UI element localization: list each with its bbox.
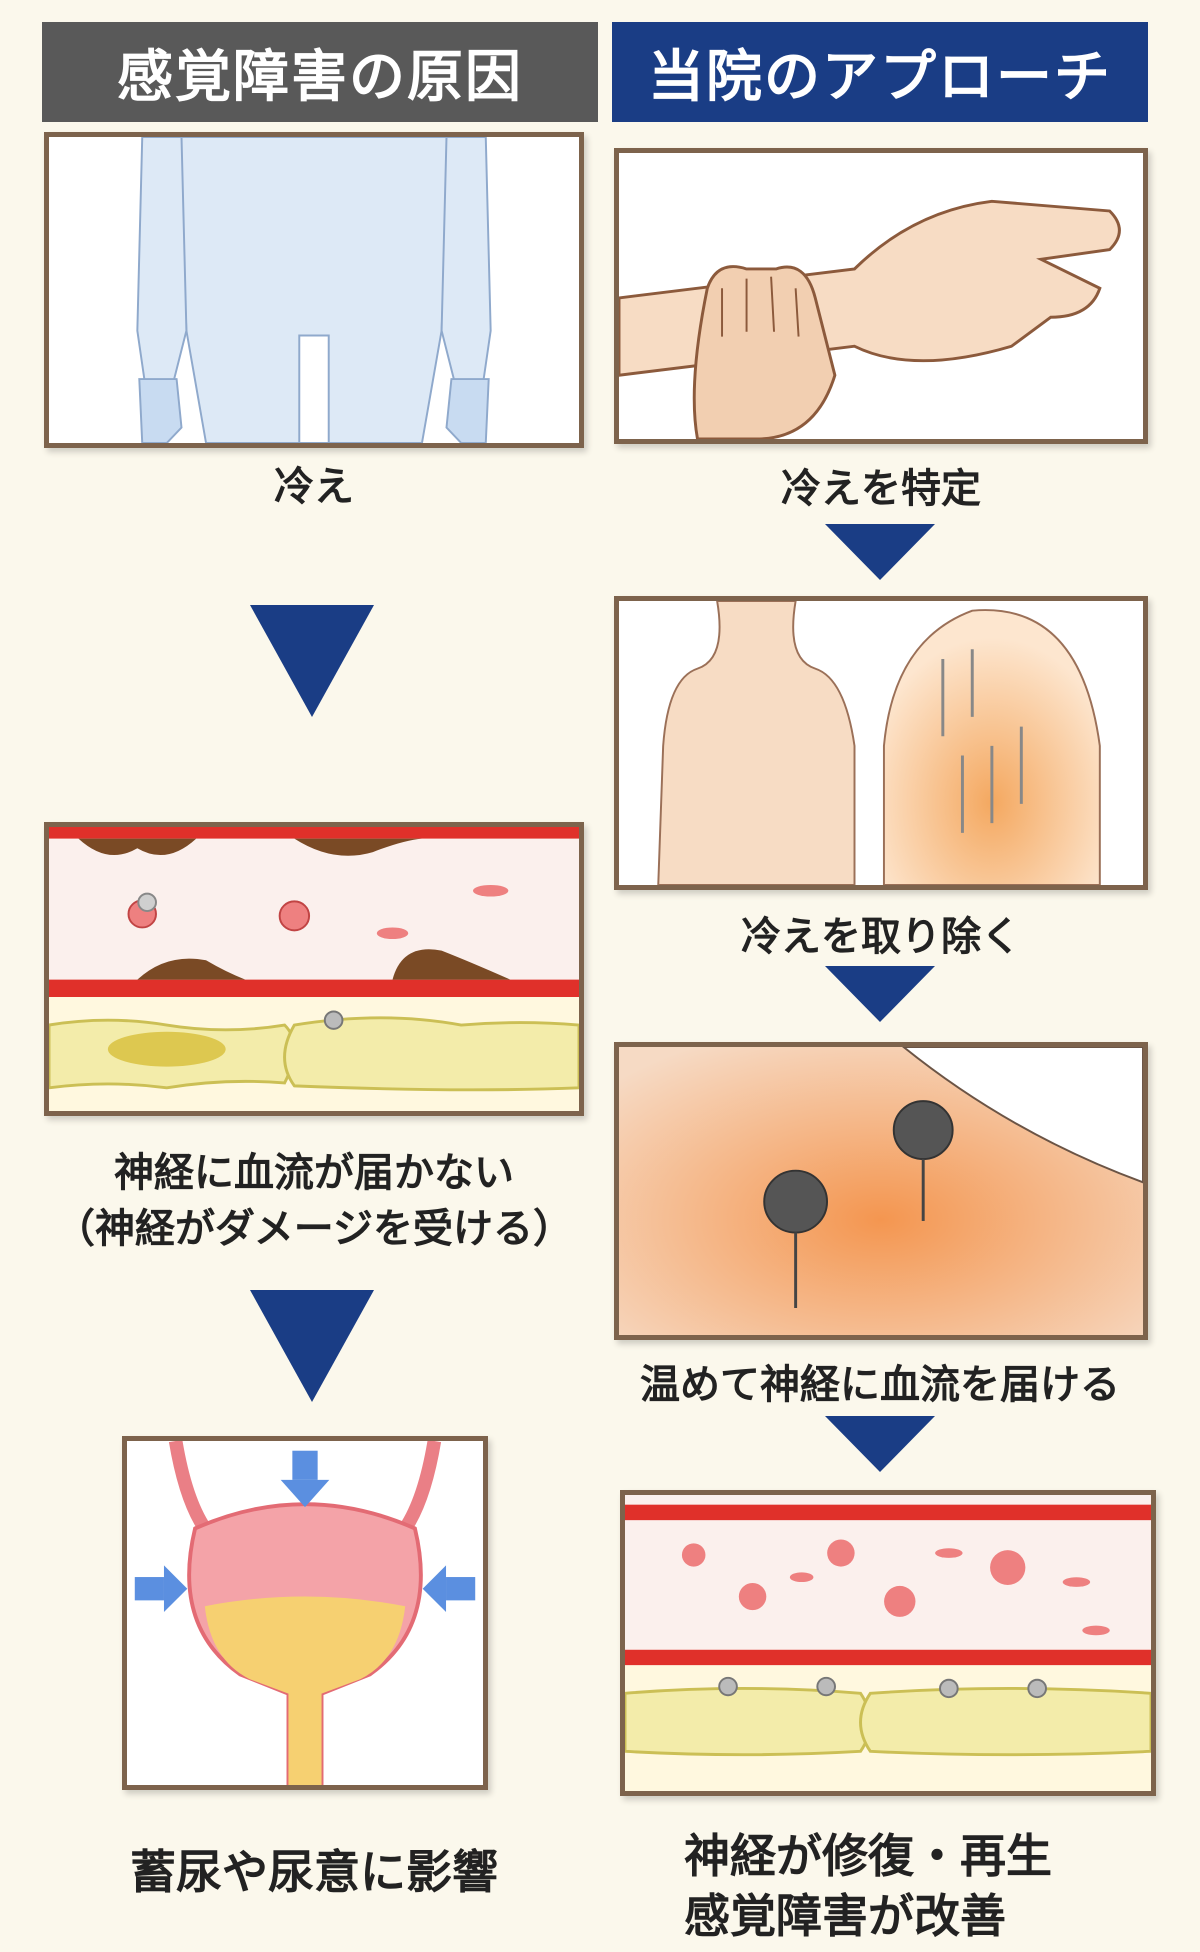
sensory-improvement-caption: 感覚障害が改善 — [684, 1889, 1006, 1943]
down-arrow-icon — [825, 1416, 935, 1472]
warm-nerves-caption: 温めて神経に血流を届ける — [640, 1362, 1120, 1408]
no-blood-flow-caption: 神経に血流が届かない — [114, 1150, 514, 1196]
down-arrow-icon — [250, 1290, 374, 1402]
healthy-blood-flow-illustration — [620, 1490, 1156, 1796]
nerve-repair-caption: 神経が修復・再生 — [684, 1829, 1052, 1883]
approach-header: 当院のアプローチ — [612, 22, 1148, 122]
bladder-effect-caption: 蓄尿や尿意に影響 — [130, 1845, 498, 1899]
down-arrow-icon — [250, 605, 374, 717]
acupuncture-back-illustration — [614, 596, 1148, 890]
cause-header: 感覚障害の原因 — [42, 22, 598, 122]
nerve-damage-caption: （神経がダメージを受ける） — [55, 1206, 573, 1252]
bladder-illustration — [122, 1436, 488, 1790]
cold-caption: 冷え — [274, 464, 354, 510]
down-arrow-icon — [825, 966, 935, 1022]
pulse-check-illustration — [614, 148, 1148, 444]
blocked-blood-vessel-illustration — [44, 822, 584, 1116]
down-arrow-icon — [825, 524, 935, 580]
identify-cold-caption: 冷えを特定 — [781, 466, 981, 512]
remove-cold-caption: 冷えを取り除く — [741, 914, 1021, 960]
cold-body-illustration — [44, 132, 584, 448]
moxibustion-illustration — [614, 1042, 1148, 1340]
